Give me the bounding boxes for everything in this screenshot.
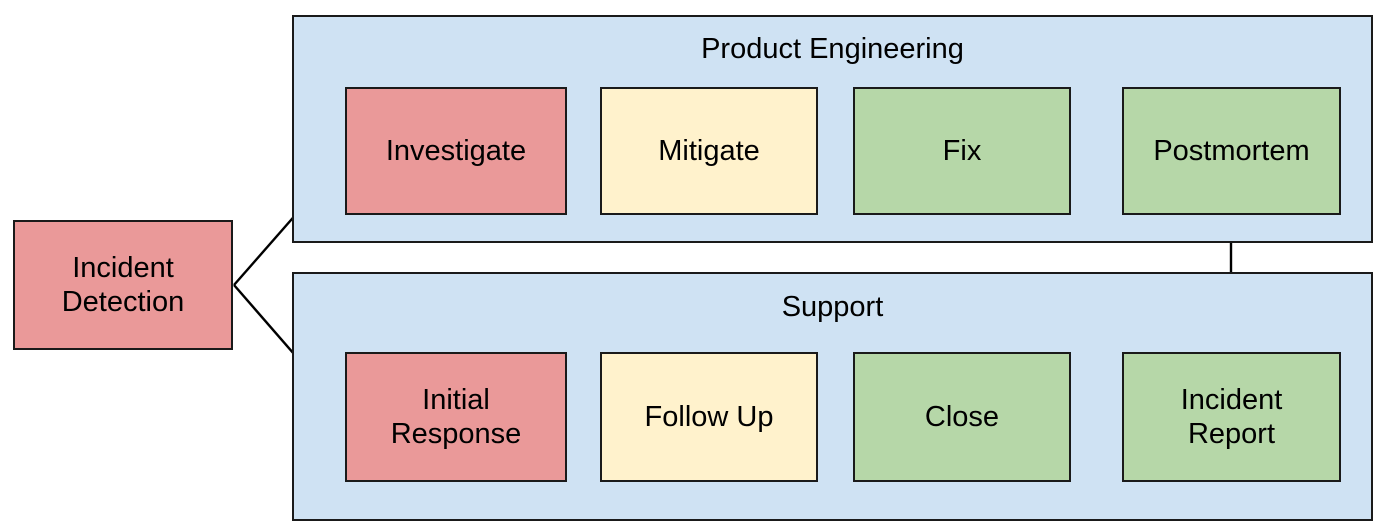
swimlane-title-product-engineering: Product Engineering	[701, 33, 964, 65]
node-close[interactable]: Close	[853, 352, 1071, 482]
node-incident-detection[interactable]: Incident Detection	[13, 220, 233, 350]
node-initial-response[interactable]: Initial Response	[345, 352, 567, 482]
node-investigate[interactable]: Investigate	[345, 87, 567, 215]
node-follow-up[interactable]: Follow Up	[600, 352, 818, 482]
node-incident-report[interactable]: Incident Report	[1122, 352, 1341, 482]
swimlane-title-support: Support	[781, 291, 884, 323]
node-postmortem[interactable]: Postmortem	[1122, 87, 1341, 215]
node-fix[interactable]: Fix	[853, 87, 1071, 215]
node-mitigate[interactable]: Mitigate	[600, 87, 818, 215]
